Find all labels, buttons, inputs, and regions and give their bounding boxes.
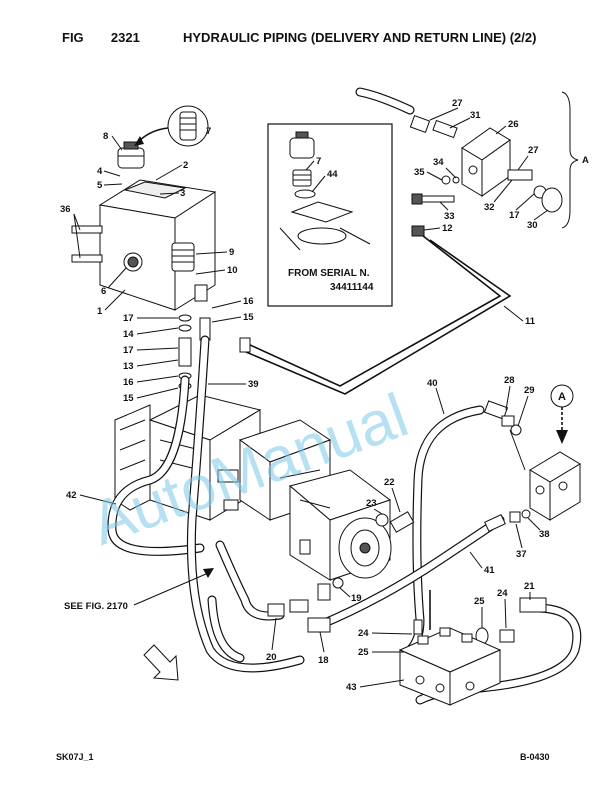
callout-28: 28 xyxy=(504,375,515,386)
callout-7b: 7 xyxy=(316,156,321,167)
callout-17: 17 xyxy=(123,313,134,324)
callout-16b: 16 xyxy=(123,377,134,388)
callout-35: 35 xyxy=(414,167,425,178)
callout-38: 38 xyxy=(539,529,550,540)
page-title: HYDRAULIC PIPING (DELIVERY AND RETURN LI… xyxy=(183,30,537,45)
detail-a-block xyxy=(509,429,581,521)
strainer-bubble xyxy=(134,105,209,147)
return-valve-block xyxy=(355,87,563,213)
callout-42: 42 xyxy=(66,490,77,501)
callout-39: 39 xyxy=(248,379,259,390)
detail-a-brace xyxy=(561,91,579,229)
callout-27b: 27 xyxy=(528,145,539,156)
callout-41: 41 xyxy=(484,565,495,576)
see-fig-reference: SEE FIG. 2170 xyxy=(64,601,128,612)
hydraulic-tank xyxy=(71,179,217,311)
callout-2: 2 xyxy=(183,160,188,171)
callout-5: 5 xyxy=(97,180,103,191)
callout-20: 20 xyxy=(266,652,277,663)
footer-left-code: SK07J_1 xyxy=(56,752,94,762)
callout-23: 23 xyxy=(366,498,377,509)
bracket xyxy=(239,225,512,395)
callout-15b: 15 xyxy=(123,393,134,404)
callout-37: 37 xyxy=(516,549,527,560)
callout-15: 15 xyxy=(243,312,254,323)
callout-27: 27 xyxy=(452,98,463,109)
callout-6: 6 xyxy=(101,286,106,297)
callout-16: 16 xyxy=(243,296,254,307)
callout-21: 21 xyxy=(524,581,535,592)
detail-a-arrow-icon xyxy=(556,430,568,444)
callout-8: 8 xyxy=(103,131,108,142)
callout-30: 30 xyxy=(527,220,538,231)
callout-25b: 25 xyxy=(358,647,369,658)
callout-26: 26 xyxy=(508,119,519,130)
inset-caption-line1: FROM SERIAL N. xyxy=(288,268,370,279)
callout-22: 22 xyxy=(384,477,395,488)
callout-43: 43 xyxy=(346,682,357,693)
callout-29: 29 xyxy=(524,385,535,396)
callout-34: 34 xyxy=(433,157,444,168)
detail-a-marker: A xyxy=(558,391,566,403)
callout-14: 14 xyxy=(123,329,134,340)
callout-3: 3 xyxy=(180,188,185,199)
callout-36: 36 xyxy=(60,204,71,215)
callout-17b: 17 xyxy=(123,345,134,356)
fig-number: 2321 xyxy=(110,30,140,45)
inset-box xyxy=(267,123,393,307)
callout-9: 9 xyxy=(229,247,234,258)
callout-25: 25 xyxy=(474,596,485,607)
callout-13: 13 xyxy=(123,361,134,372)
callout-24: 24 xyxy=(497,588,508,599)
callout-4: 4 xyxy=(97,166,103,177)
direction-arrow-icon xyxy=(143,644,179,681)
fittings xyxy=(267,400,547,645)
filler-cap xyxy=(117,141,145,169)
callout-12: 12 xyxy=(442,223,453,234)
callout-17c: 17 xyxy=(509,210,520,221)
control-valve xyxy=(398,590,502,706)
callout-7: 7 xyxy=(206,126,211,137)
callout-a-brace: A xyxy=(582,155,589,166)
callout-19: 19 xyxy=(351,593,362,604)
callout-1: 1 xyxy=(97,306,103,317)
inset-caption-line2: 34411144 xyxy=(330,282,374,293)
figure-label: FIG 2321 xyxy=(62,30,140,45)
engine-block xyxy=(114,404,151,511)
hoses xyxy=(107,335,582,705)
callout-33: 33 xyxy=(444,211,455,222)
fig-label: FIG xyxy=(62,30,84,45)
callout-32: 32 xyxy=(484,202,495,213)
callout-44: 44 xyxy=(327,169,338,180)
callout-11: 11 xyxy=(525,316,536,327)
callout-40: 40 xyxy=(427,378,438,389)
footer-right-code: B-0430 xyxy=(520,752,550,762)
callout-18: 18 xyxy=(318,655,329,666)
callout-labels: 8 7 4 5 2 3 36 9 10 6 1 16 15 17 14 17 1… xyxy=(60,98,589,693)
callout-24b: 24 xyxy=(358,628,369,639)
callout-10: 10 xyxy=(227,265,238,276)
callout-31: 31 xyxy=(470,110,481,121)
